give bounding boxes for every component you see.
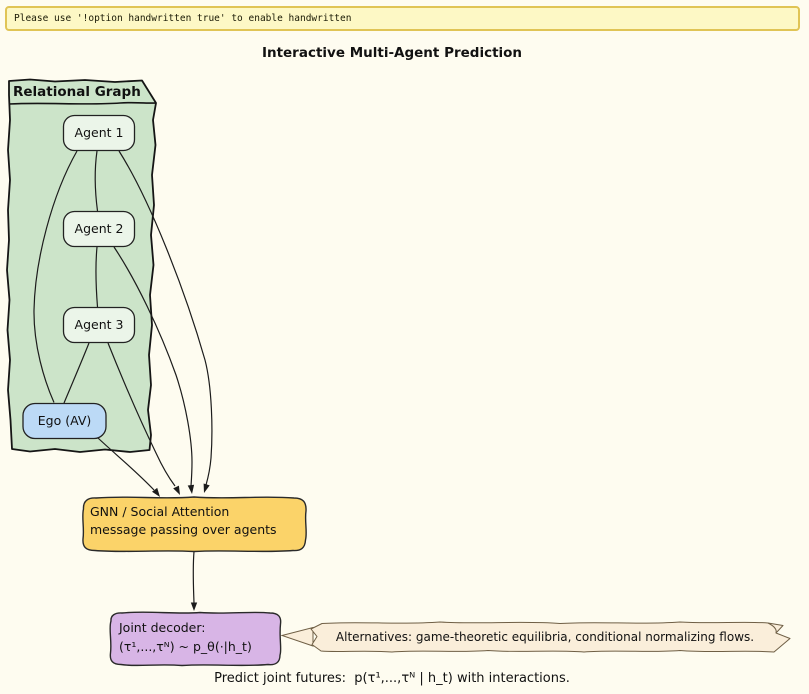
arrowheads (152, 483, 210, 611)
gnn-label: GNN / Social Attention message passing o… (90, 503, 277, 539)
callout-tail (280, 626, 314, 647)
node-decoder (109, 611, 282, 667)
edge-agent1-gnn (118, 150, 213, 486)
node-gnn (82, 496, 307, 553)
arrowhead-ego-gnn (152, 487, 160, 497)
joint-decoder-label: Joint decoder: (τ¹,...,τᴺ) ~ p_θ(·|h_t) (119, 618, 252, 656)
relational-graph-container (6, 78, 157, 453)
arrowhead-agent3-gnn (173, 485, 180, 495)
node-agent3 (62, 306, 136, 344)
node-ego (22, 402, 107, 440)
diagram-title: Interactive Multi-Agent Prediction (261, 45, 523, 61)
edge-ego-gnn (97, 437, 155, 491)
callout-fold-line (767, 622, 777, 634)
banner-text: Please use '!option handwritten true' to… (14, 13, 352, 24)
agent2-label: Agent 2 (74, 221, 124, 236)
cluster-label-divider (8, 101, 157, 105)
node-agent1 (62, 114, 136, 152)
edge-agent1-agent2 (94, 150, 99, 212)
gnn-label-line2: message passing over agents (90, 522, 277, 537)
edge-agent3-ego (63, 342, 90, 404)
edge-agent2-gnn (113, 246, 193, 487)
relational-graph-label: Relational Graph (13, 84, 141, 100)
callout-body (310, 621, 791, 653)
edge-agent1-ego (33, 150, 78, 403)
edge-gnn-decoder (192, 551, 195, 604)
arrowhead-agent2-gnn (187, 484, 195, 494)
agent3-label: Agent 3 (74, 317, 124, 332)
alternatives-callout-text: Alternatives: game-theoretic equilibria,… (335, 630, 755, 644)
arrowhead-agent1-gnn (203, 483, 210, 493)
agent1-label: Agent 1 (74, 125, 124, 140)
graph-edges (33, 150, 213, 604)
gnn-label-line1: GNN / Social Attention (90, 504, 230, 519)
joint-decoder-line1: Joint decoder: (119, 620, 206, 635)
node-agent2 (62, 210, 136, 248)
bottom-caption: Predict joint futures: p(τ¹,...,τᴺ | h_t… (214, 671, 570, 686)
arrowhead-gnn-decoder (190, 602, 198, 611)
ego-av-label: Ego (AV) (37, 413, 92, 428)
edge-agent3-gnn (107, 342, 176, 487)
handwritten-option-banner: Please use '!option handwritten true' to… (5, 6, 800, 31)
joint-decoder-line2: (τ¹,...,τᴺ) ~ p_θ(·|h_t) (119, 639, 252, 654)
edge-agent2-agent3 (95, 246, 99, 308)
